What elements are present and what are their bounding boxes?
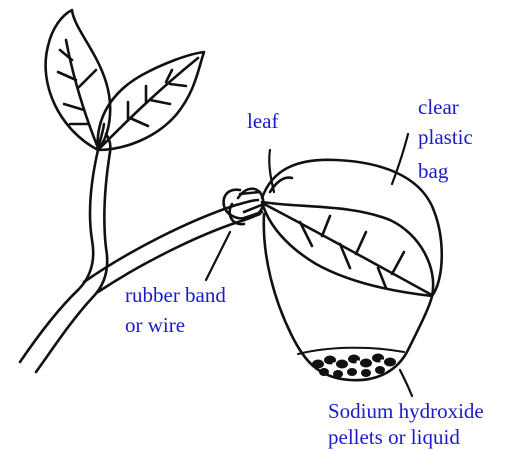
bagged-leaf [262,202,433,296]
bag-label-line-3: bag [418,158,448,184]
leaf-label: leaf [247,108,278,134]
sodium-hydroxide-pellets [298,348,404,378]
bag-label-line-2: plastic [418,124,473,150]
band-label-line-2: or wire [125,312,185,338]
reagent-label-line-2: pellets or liquid [328,424,460,450]
reagent-label-line-1: Sodium hydroxide [328,398,484,424]
upper-leaf-left [46,10,111,150]
upper-leaf-right [98,52,204,150]
band-label-line-1: rubber band [125,282,226,308]
rubber-band [224,189,264,224]
bag-label-line-1: clear [418,94,459,120]
